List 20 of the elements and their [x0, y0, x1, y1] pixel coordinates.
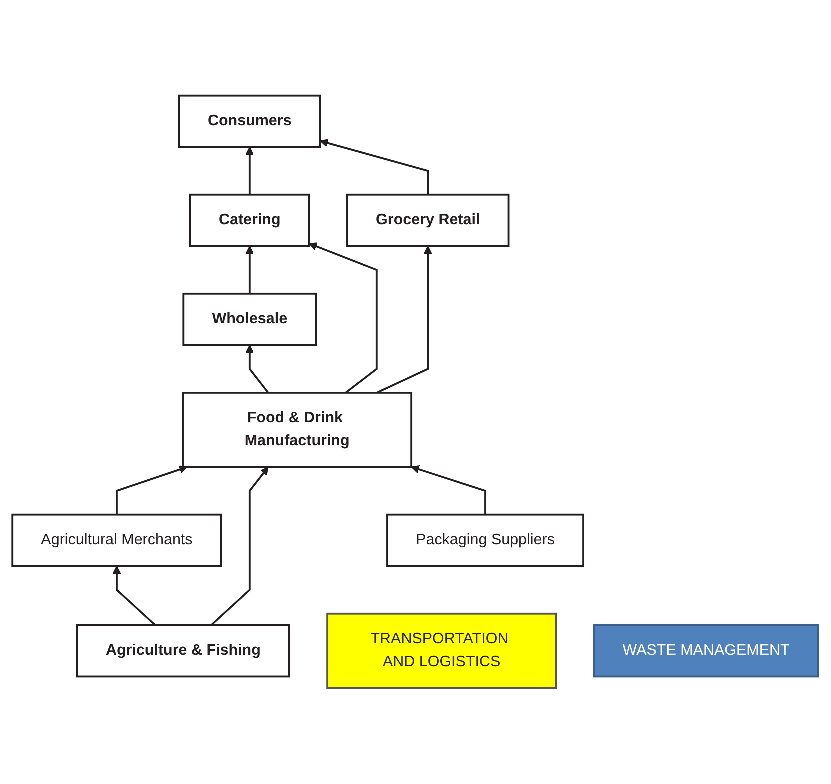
- arrow: [309, 242, 378, 394]
- process-box: Agricultural Merchants: [12, 514, 222, 568]
- process-box: Agriculture & Fishing: [76, 624, 290, 678]
- arrow: [210, 466, 269, 626]
- arrow: [246, 344, 270, 394]
- arrow: [376, 246, 432, 394]
- side-banner: WASTE MANAGEMENT: [593, 624, 820, 678]
- arrow: [116, 466, 188, 515]
- process-box: Wholesale: [182, 292, 318, 346]
- process-box: Packaging Suppliers: [386, 514, 584, 568]
- process-box: Grocery Retail: [346, 194, 510, 248]
- side-banner: TRANSPORTATION AND LOGISTICS: [326, 612, 558, 690]
- process-box: Food & Drink Manufacturing: [182, 392, 413, 468]
- arrow: [112, 566, 156, 626]
- arrow: [246, 246, 254, 294]
- arrow: [320, 139, 430, 195]
- arrow: [246, 146, 254, 195]
- process-box: Catering: [189, 194, 310, 248]
- process-box: Consumers: [178, 94, 322, 148]
- arrow: [411, 465, 486, 515]
